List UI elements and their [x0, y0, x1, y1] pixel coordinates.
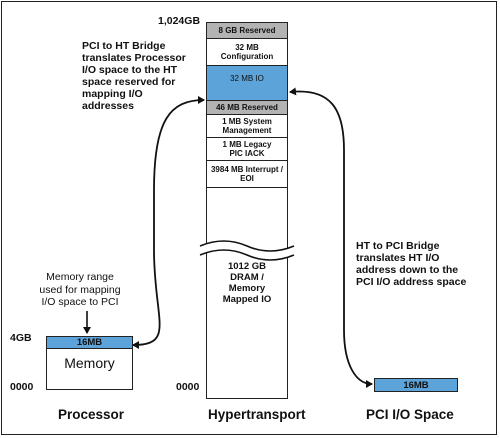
segment-1012gb-dram: 1012 GB DRAM / Memory Mapped IO — [207, 261, 287, 315]
processor-bottom-address: 0000 — [10, 381, 34, 393]
note-line: translates Processor — [82, 52, 186, 64]
segment-label: 1012 GB DRAM / Memory Mapped IO — [222, 261, 272, 305]
note-line: mapping I/O — [82, 88, 143, 100]
processor-memory-box: 16MB Memory — [46, 336, 133, 390]
segment-label: 8 GB Reserved — [218, 26, 276, 35]
note-line: I/O space to PCI — [41, 296, 119, 308]
segment-label: 32 MB IO — [230, 74, 264, 83]
memory-range-note: Memory range used for mapping I/O space … — [18, 271, 142, 309]
ht-to-pci-note: HT to PCI Bridge translates HT I/O addre… — [356, 240, 492, 288]
note-line: PCI to HT Bridge — [82, 40, 166, 52]
segment-label: 3984 MB Interrupt / EOI — [210, 165, 283, 183]
segment-label: 1 MB System Management — [222, 117, 272, 135]
processor-window-label: 16MB — [76, 337, 103, 348]
segment-32mb-configuration: 32 MB Configuration — [207, 39, 287, 66]
pci-window-label: 16MB — [403, 379, 429, 391]
segment-8gb-reserved: 8 GB Reserved — [207, 23, 287, 39]
segment-label: 1 MB Legacy PIC IACK — [222, 140, 272, 158]
pci-io-space-caption: PCI I/O Space — [366, 407, 454, 422]
note-line: Memory range — [46, 271, 114, 283]
processor-16mb-window: 16MB — [47, 337, 132, 349]
pci-16mb-window: 16MB — [374, 378, 458, 392]
note-line: I/O space to the HT — [82, 64, 178, 76]
segment-label: 46 MB Reserved — [216, 103, 278, 112]
ht-to-pci-arrow — [289, 87, 373, 388]
segment-32mb-io: 32 MB IO — [207, 66, 287, 101]
note-line: addresses — [82, 100, 134, 112]
segment-1mb-legacy-pic-iack: 1 MB Legacy PIC IACK — [207, 138, 287, 161]
processor-to-ht-arrow — [132, 96, 205, 349]
segment-46mb-reserved: 46 MB Reserved — [207, 101, 287, 115]
ht-address-map: 8 GB Reserved 32 MB Configuration 32 MB … — [206, 22, 288, 399]
address-break-mark — [199, 240, 295, 261]
processor-top-address: 4GB — [10, 332, 32, 344]
note-line: PCI I/O address space — [356, 276, 467, 288]
note-line: address down to the — [356, 264, 459, 276]
processor-caption: Processor — [58, 407, 125, 422]
segment-3984mb-interrupt-eoi: 3984 MB Interrupt / EOI — [207, 161, 287, 188]
processor-memory-label: Memory — [64, 355, 115, 371]
note-line: translates HT I/O — [356, 252, 440, 264]
ht-bottom-address: 0000 — [176, 381, 200, 393]
note-line: space reserved for — [82, 76, 176, 88]
note-line: used for mapping — [39, 283, 121, 296]
note-line: HT to PCI Bridge — [356, 240, 440, 252]
segment-label: 32 MB Configuration — [220, 43, 274, 61]
pci-to-ht-note: PCI to HT Bridge translates Processor I/… — [82, 40, 202, 112]
hypertransport-caption: Hypertransport — [208, 407, 306, 422]
segment-1mb-system-management: 1 MB System Management — [207, 115, 287, 138]
ht-top-address: 1,024GB — [158, 15, 201, 27]
